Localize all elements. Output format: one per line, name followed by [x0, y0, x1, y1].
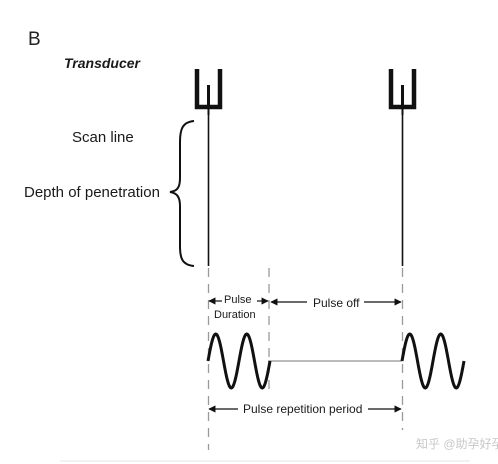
- watermark: 知乎 @助孕好孕: [416, 437, 498, 451]
- pulse-wave-left: [206, 332, 272, 390]
- transducer-title: Transducer: [64, 55, 140, 71]
- pulse-repetition-period-label: Pulse repetition period: [243, 402, 363, 416]
- curly-brace-icon: [169, 120, 195, 267]
- pulse-wave-right: [400, 332, 466, 390]
- transducer-icon-right: [388, 69, 417, 115]
- pulse-label: Pulse: [224, 294, 252, 306]
- transducer-icon-left: [194, 69, 223, 115]
- pulse-off-label: Pulse off: [313, 296, 360, 310]
- panel-letter: B: [28, 29, 41, 50]
- dashed-guides: [207, 268, 404, 450]
- duration-label: Duration: [214, 309, 256, 321]
- scan-line-label: Scan line: [72, 129, 134, 146]
- depth-of-penetration-label: Depth of penetration: [24, 184, 160, 201]
